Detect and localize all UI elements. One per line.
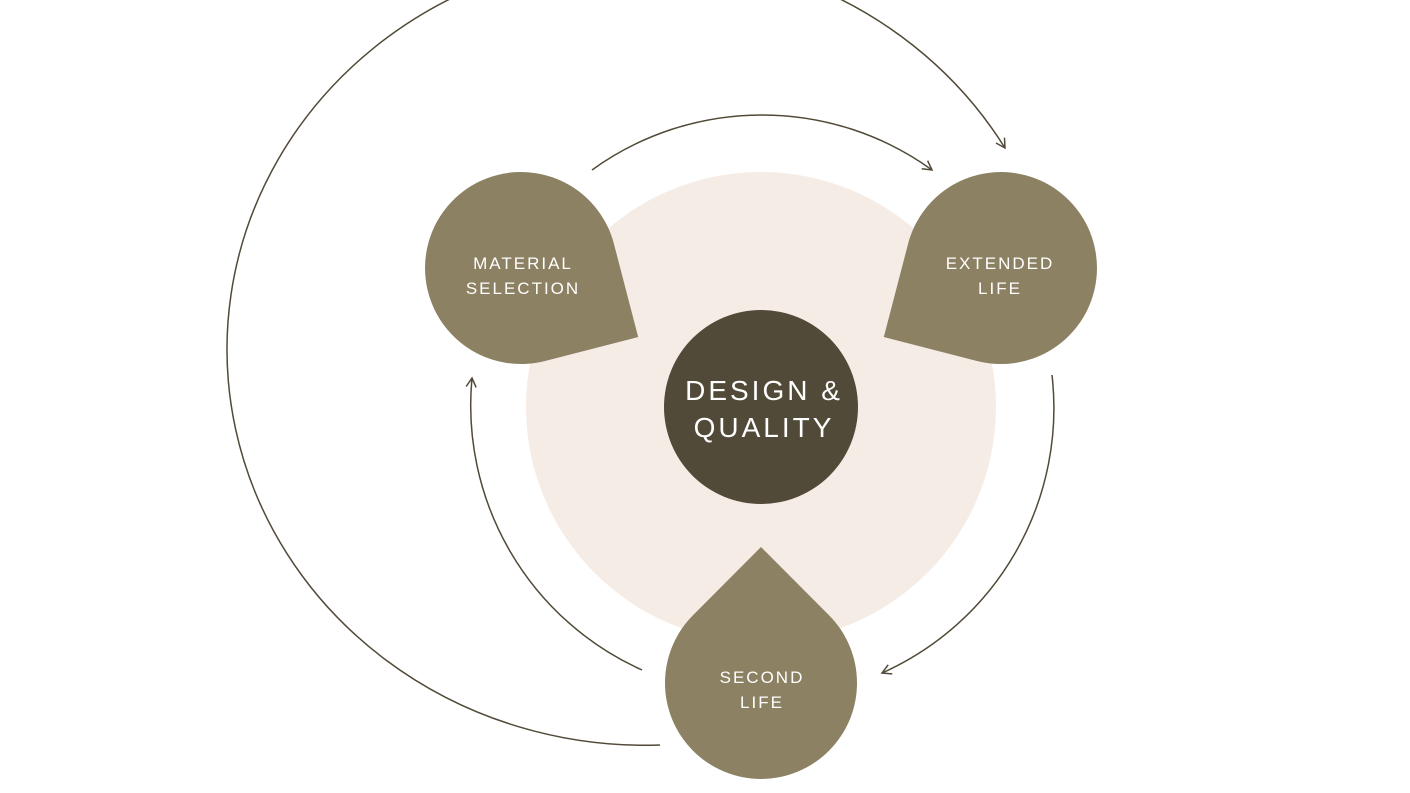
node-label-line2: LIFE (740, 693, 784, 712)
second-life-label: SECOND LIFE (720, 665, 805, 715)
node-label-line1: MATERIAL (473, 254, 573, 273)
node-label-line2: SELECTION (465, 279, 581, 298)
material-selection-label: MATERIAL SELECTION (466, 251, 580, 301)
center-label-line1: DESIGN & (685, 375, 843, 406)
arrow-second-to-material (465, 376, 643, 671)
arrow-extended-to-second (880, 374, 1055, 675)
node-label-line1: SECOND (719, 668, 805, 687)
center-label: DESIGN & QUALITY (685, 372, 843, 446)
outer-arrow (226, 0, 1006, 747)
center-label-line2: QUALITY (693, 412, 835, 443)
node-label-line1: EXTENDED (945, 254, 1055, 273)
design-quality-node (664, 310, 858, 504)
node-label-line2: LIFE (978, 279, 1022, 298)
arrow-material-to-extended (591, 114, 934, 171)
extended-life-label: EXTENDED LIFE (946, 251, 1055, 301)
